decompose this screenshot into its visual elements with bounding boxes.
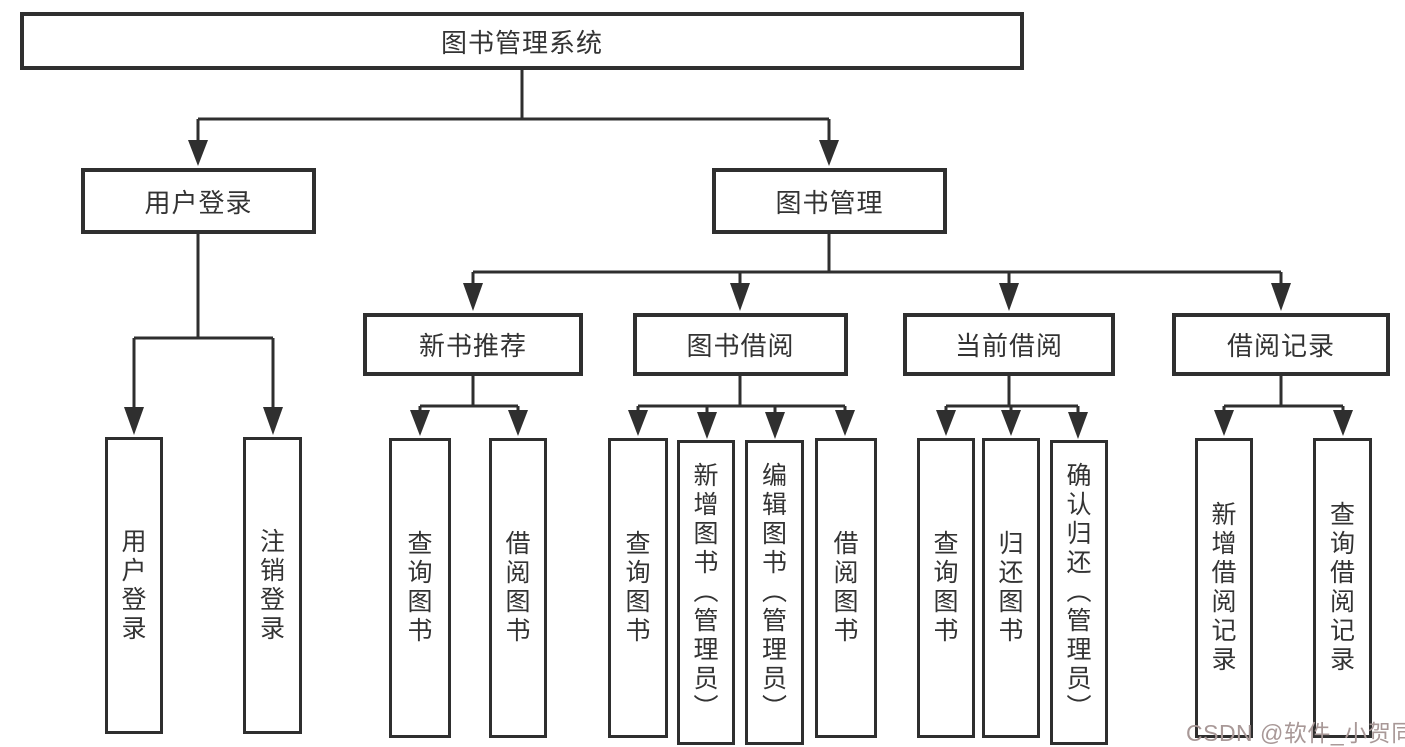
node-nbr-query-books: 查 询 图 书	[389, 438, 451, 738]
node-br-add-record: 新 增 借 阅 记 录	[1195, 438, 1253, 738]
connector-book-borrow-group	[628, 375, 855, 439]
watermark: CSDN @软件_小贺同学	[1186, 720, 1405, 746]
node-logout: 注 销 登 录	[243, 437, 302, 734]
node-current-borrow: 当前借阅	[903, 313, 1115, 376]
node-book-borrow: 图书借阅	[633, 313, 848, 376]
node-book-management: 图书管理	[712, 168, 947, 234]
connector-root-to-level1	[188, 70, 839, 166]
node-br-query-record: 查 询 借 阅 记 录	[1313, 438, 1372, 738]
connector-current-borrow-group	[936, 375, 1088, 439]
node-cb-query-books: 查 询 图 书	[917, 438, 975, 738]
node-bb-query-books: 查 询 图 书	[608, 438, 668, 738]
node-bb-edit-books-admin: 编 辑 图 书 ︵ 管 理 员 ︶	[745, 440, 804, 745]
connector-borrow-records-group	[1214, 375, 1353, 436]
node-user-login-group: 用户登录	[81, 168, 316, 234]
node-new-book-recommend: 新书推荐	[363, 313, 583, 376]
connector-user-login-group	[124, 234, 283, 435]
connector-book-management-to-level2	[463, 234, 1291, 311]
node-cb-confirm-return-admin: 确 认 归 还 ︵ 管 理 员 ︶	[1050, 440, 1108, 745]
connector-new-book-recommend-group	[410, 375, 528, 436]
node-borrow-records: 借阅记录	[1172, 313, 1390, 376]
node-user-login: 用 户 登 录	[105, 437, 163, 734]
node-cb-return-books: 归 还 图 书	[982, 438, 1040, 738]
node-bb-add-books-admin: 新 增 图 书 ︵ 管 理 员 ︶	[677, 440, 735, 745]
node-nbr-borrow-books: 借 阅 图 书	[489, 438, 547, 738]
node-library-system: 图书管理系统	[20, 12, 1024, 70]
node-bb-borrow-books: 借 阅 图 书	[815, 438, 877, 738]
